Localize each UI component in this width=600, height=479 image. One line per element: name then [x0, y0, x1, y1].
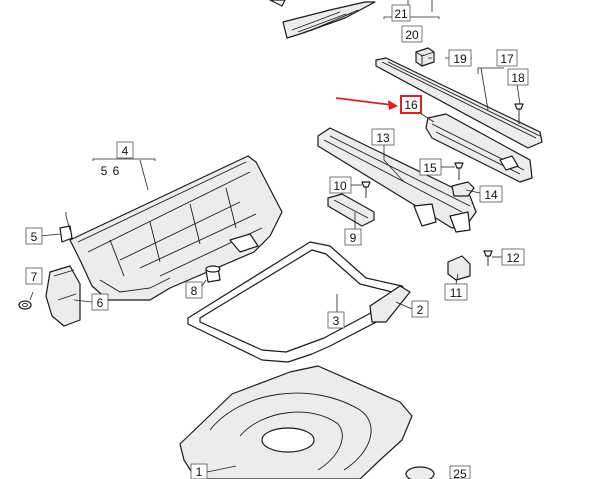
screw-10 — [361, 181, 371, 198]
svg-text:18: 18 — [511, 71, 525, 85]
callout-5: 5 — [25, 227, 43, 245]
callout-20: 20 — [401, 25, 423, 43]
cover-strip-13 — [317, 127, 477, 233]
callout-4: 4 — [116, 141, 134, 159]
screw-12 — [483, 250, 493, 266]
callout-7: 7 — [25, 267, 43, 285]
side-cover-6 — [45, 265, 81, 327]
callout-6-top: 6 — [113, 164, 120, 178]
svg-text:5: 5 — [101, 164, 108, 178]
svg-text:5: 5 — [31, 230, 38, 244]
svg-text:3: 3 — [333, 314, 340, 328]
callout-15: 15 — [419, 158, 442, 176]
upper-trim-strip — [269, 0, 376, 39]
callout-14: 14 — [479, 185, 503, 203]
callout-18: 18 — [507, 68, 529, 86]
callout-25: 25 — [449, 465, 471, 479]
hinge-9 — [327, 193, 375, 227]
svg-text:20: 20 — [405, 28, 419, 42]
svg-text:6: 6 — [97, 296, 104, 310]
svg-text:17: 17 — [500, 52, 514, 66]
nut-7 — [18, 300, 32, 310]
callout-17: 17 — [496, 49, 518, 67]
spare-wheel-well-1 — [179, 365, 413, 479]
clip-19 — [415, 47, 435, 67]
svg-text:7: 7 — [31, 270, 38, 284]
svg-text:21: 21 — [394, 7, 408, 21]
jack-25 — [405, 466, 435, 479]
callout-13: 13 — [371, 128, 395, 146]
callout-10: 10 — [329, 176, 352, 194]
svg-text:13: 13 — [376, 131, 390, 145]
svg-text:1: 1 — [196, 465, 203, 479]
callout-9: 9 — [344, 228, 362, 246]
svg-text:11: 11 — [450, 286, 463, 300]
screw-15 — [454, 162, 464, 180]
bracket-14 — [451, 181, 475, 197]
rail-17 — [375, 57, 543, 149]
callout-21: 21 — [391, 4, 411, 22]
svg-text:12: 12 — [506, 251, 520, 265]
svg-text:14: 14 — [484, 188, 498, 202]
svg-text:15: 15 — [423, 161, 437, 175]
callout-19: 19 — [448, 49, 472, 67]
clip-5 — [59, 225, 73, 243]
svg-text:19: 19 — [453, 52, 467, 66]
guide-16 — [425, 113, 533, 183]
svg-text:6: 6 — [113, 164, 120, 178]
callout-8: 8 — [185, 281, 203, 299]
svg-text:8: 8 — [191, 284, 198, 298]
svg-text:25: 25 — [453, 467, 467, 479]
callout-6: 6 — [91, 293, 109, 311]
highlight-arrow — [335, 97, 398, 110]
svg-text:4: 4 — [122, 144, 129, 158]
svg-text:10: 10 — [333, 179, 347, 193]
callout-12: 12 — [501, 248, 525, 266]
screw-18 — [514, 103, 524, 124]
bracket-11 — [447, 255, 471, 281]
callout-16: 16 — [400, 95, 422, 114]
svg-text:9: 9 — [350, 231, 357, 245]
floor-panel-4 — [69, 155, 283, 301]
callout-11: 11 — [444, 283, 468, 301]
plug-8 — [205, 265, 221, 283]
svg-text:16: 16 — [404, 98, 418, 112]
svg-text:2: 2 — [417, 303, 424, 317]
callout-1: 1 — [190, 463, 208, 479]
callout-5-top: 5 — [101, 164, 108, 178]
callout-3: 3 — [327, 311, 345, 329]
callout-2: 2 — [411, 300, 429, 318]
